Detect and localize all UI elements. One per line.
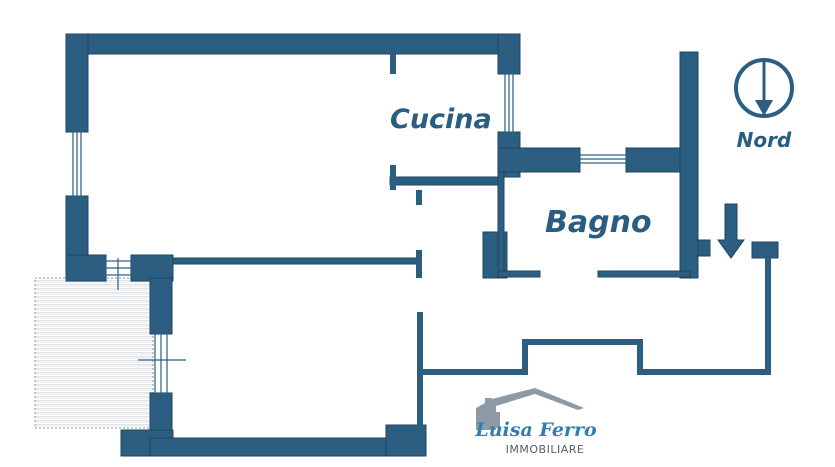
compass-label: Nord [737,128,792,152]
logo-name: Luisa Ferro [474,419,597,441]
entrance-arrow-icon [717,203,745,259]
room-label-bagno: Bagno [545,205,652,240]
walls [65,33,779,457]
thin-walls [390,54,771,430]
house-roof-icon [476,388,584,430]
agency-logo: Luisa Ferro IMMOBILIARE [474,388,597,456]
logo-subtitle: IMMOBILIARE [506,443,585,456]
windows [72,73,627,394]
compass: Nord [734,58,794,152]
balcony [34,277,154,429]
north-arrow-icon [734,58,794,118]
room-label-cucina: Cucina [390,104,492,135]
